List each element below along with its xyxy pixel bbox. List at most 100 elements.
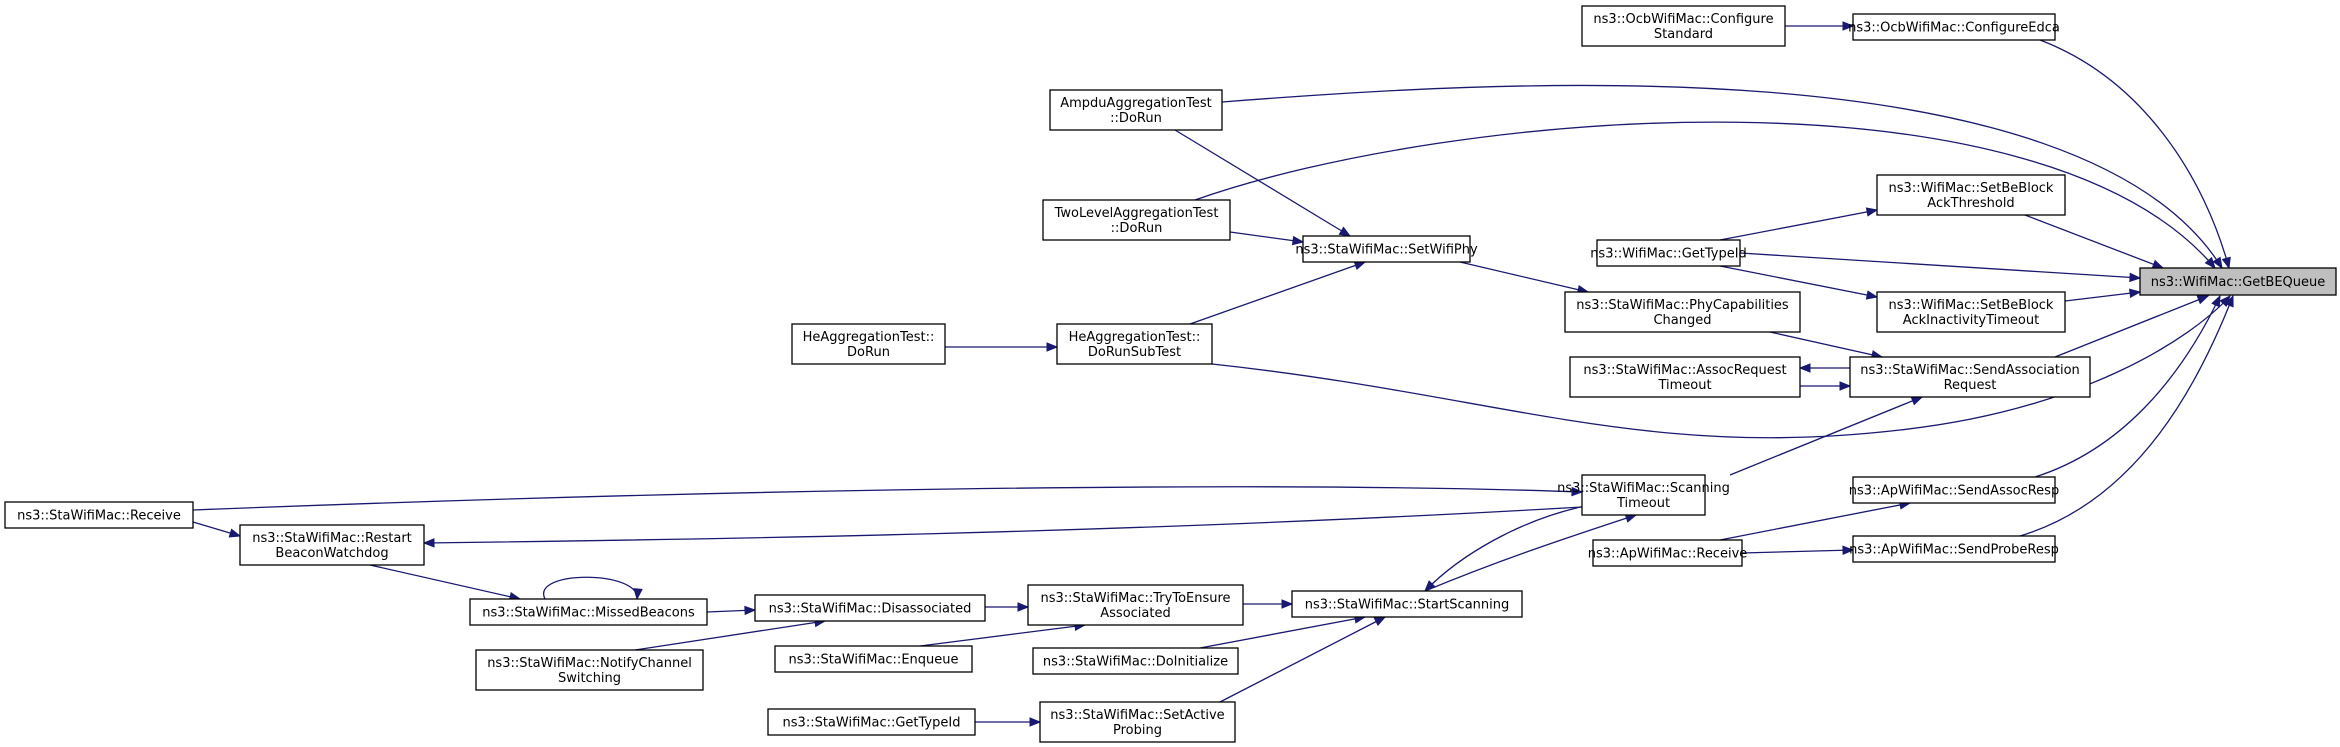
arrowhead	[2129, 272, 2142, 283]
edge-he-dorunsubtest-to-sta-setwifiphy	[1189, 261, 1367, 325]
arrowhead	[228, 528, 242, 538]
node-label: ns3::WifiMac::GetBEQueue	[2151, 275, 2326, 290]
arrowhead	[1017, 602, 1030, 612]
node-box	[1592, 539, 1743, 567]
node-sta-setwifiphy[interactable]: ns3::StaWifiMac::SetWifiPhy	[1295, 235, 1478, 263]
node-label: ns3::OcbWifiMac::Configure	[1593, 12, 1773, 27]
node-sta-missedbeacons[interactable]: ns3::StaWifiMac::MissedBeacons	[469, 598, 708, 626]
edge-sta-setactiveprobing-to-sta-startscanning	[1219, 616, 1387, 703]
node-label: Changed	[1653, 313, 1711, 328]
node-sta-gettypeid[interactable]: ns3::StaWifiMac::GetTypeId	[767, 708, 976, 736]
edge-line	[423, 506, 1583, 544]
edge-line	[1194, 121, 2216, 269]
edge-sta-sendassociation-to-sta-assocrequest-timeout	[1798, 363, 1850, 373]
node-label: ns3::StaWifiMac::SetActive	[1050, 708, 1224, 723]
edge-line	[1729, 396, 1923, 476]
node-he-dorun[interactable]: HeAggregationTest::DoRun	[791, 323, 946, 365]
node-setbeblock-ackinactivity[interactable]: ns3::WifiMac::SetBeBlockAckInactivityTim…	[1876, 291, 2066, 333]
edge-sta-scanning-timeout-to-sta-startscanning	[1424, 505, 1586, 592]
edge-line	[2054, 295, 2209, 358]
arrowhead	[2204, 256, 2216, 270]
node-getbequeue[interactable]: ns3::WifiMac::GetBEQueue	[2139, 267, 2337, 296]
node-sta-doinitialize[interactable]: ns3::StaWifiMac::DoInitialize	[1032, 647, 1239, 675]
edge-line	[1719, 265, 1878, 298]
node-label: ns3::StaWifiMac::Receive	[17, 509, 181, 524]
edge-sta-enqueue-to-sta-trytoensure	[919, 621, 1087, 647]
node-sta-startscanning[interactable]: ns3::StaWifiMac::StartScanning	[1291, 590, 1523, 618]
node-box	[1581, 474, 1706, 516]
node-ap-receive[interactable]: ns3::ApWifiMac::Receive	[1588, 539, 1748, 567]
arrowhead	[1046, 342, 1059, 352]
node-twolevel-dorun[interactable]: TwoLevelAggregationTest::DoRun	[1042, 199, 1231, 241]
edge-line	[1199, 616, 1366, 649]
edge-line	[2064, 291, 2141, 302]
node-label: ::DoRun	[1111, 221, 1163, 236]
arrowhead	[1291, 235, 1305, 246]
node-ap-sendassocresp[interactable]: ns3::ApWifiMac::SendAssocResp	[1849, 476, 2059, 504]
node-label: ns3::StaWifiMac::TryToEnsure	[1040, 591, 1230, 606]
arrowhead	[1798, 363, 1811, 373]
node-he-dorunsubtest[interactable]: HeAggregationTest::DoRunSubTest	[1056, 323, 1213, 365]
node-box	[4, 501, 194, 529]
node-label: ns3::StaWifiMac::MissedBeacons	[482, 606, 695, 621]
node-box	[239, 524, 425, 566]
node-box	[1032, 647, 1239, 675]
edge-line	[1741, 549, 1854, 554]
edge-line	[1219, 616, 1386, 703]
node-box	[1852, 476, 2056, 504]
node-label: ns3::WifiMac::SetBeBlock	[1889, 298, 2054, 313]
edge-line	[2019, 295, 2234, 537]
edge-sta-receive-to-sta-restart-beacon	[192, 521, 242, 538]
edge-line	[1221, 84, 2223, 269]
node-label: Timeout	[1657, 378, 1711, 393]
node-ocb-configure-edca[interactable]: ns3::OcbWifiMac::ConfigureEdca	[1848, 13, 2060, 41]
edge-line	[1739, 252, 2141, 279]
node-label: ns3::OcbWifiMac::ConfigureEdca	[1848, 21, 2060, 36]
edge-line	[1189, 261, 1366, 325]
node-ampdu-dorun[interactable]: AmpduAggregationTest::DoRun	[1049, 89, 1223, 131]
node-wifimac-gettypeid[interactable]: ns3::WifiMac::GetTypeId	[1590, 239, 1747, 267]
edge-line	[369, 564, 521, 600]
edge-line	[1769, 331, 1883, 358]
edges-layer	[192, 21, 2234, 727]
edge-line	[1229, 231, 1304, 243]
arrowhead	[2212, 256, 2223, 270]
node-label: AckThreshold	[1927, 196, 2014, 211]
node-sta-disassociated[interactable]: ns3::StaWifiMac::Disassociated	[754, 594, 986, 622]
edge-setbeblock-ackthreshold-to-getbequeue	[2024, 214, 2165, 269]
node-sta-enqueue[interactable]: ns3::StaWifiMac::Enqueue	[774, 645, 973, 673]
edge-ap-sendassocresp-to-getbequeue	[2034, 294, 2221, 478]
edge-sta-receive-to-sta-scanning-timeout	[192, 486, 1584, 511]
arrowhead	[2221, 256, 2231, 270]
edge-line	[1719, 209, 1878, 241]
node-label: ns3::StaWifiMac::DoInitialize	[1043, 655, 1228, 670]
node-label: ns3::StaWifiMac::GetTypeId	[783, 716, 961, 731]
node-label: Request	[1944, 378, 1997, 393]
node-ap-sendproberesp[interactable]: ns3::ApWifiMac::SendProbeResp	[1849, 535, 2059, 563]
edge-ampdu-dorun-to-getbequeue	[1221, 84, 2223, 270]
node-label: ns3::StaWifiMac::Scanning	[1557, 481, 1730, 496]
node-label: ns3::ApWifiMac::SendAssocResp	[1849, 484, 2059, 499]
edge-ocb-configure-edca-to-getbequeue	[2039, 39, 2231, 270]
arrowhead	[1910, 396, 1924, 406]
edge-line	[1211, 295, 2231, 439]
node-label: HeAggregationTest::	[1069, 330, 1201, 345]
edge-line	[192, 486, 1583, 511]
node-label: ns3::StaWifiMac::Restart	[252, 531, 412, 546]
arrowhead	[1353, 261, 1367, 270]
node-sta-receive[interactable]: ns3::StaWifiMac::Receive	[4, 501, 194, 529]
node-box	[1564, 291, 1801, 333]
node-box	[469, 598, 708, 626]
node-label: ns3::StaWifiMac::NotifyChannel	[487, 656, 692, 671]
